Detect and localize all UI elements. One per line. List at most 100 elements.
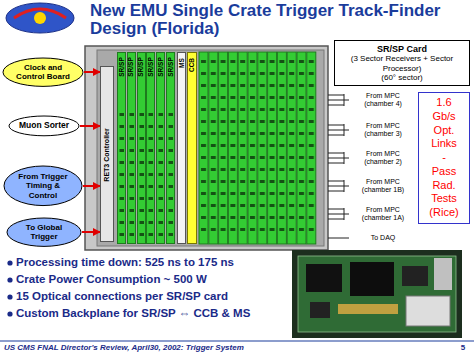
- board-optical-module: [406, 296, 450, 326]
- connector-dot: [129, 221, 134, 224]
- connector-dot: [169, 137, 174, 140]
- link-source-label: From MPC (chamber 3): [354, 122, 412, 138]
- connector-dot: [169, 233, 174, 236]
- connector-dots: [199, 60, 316, 236]
- connector-dot: [139, 113, 144, 116]
- connector-dot: [159, 185, 164, 188]
- link-source-label: From MPC (chamber 1B): [354, 178, 412, 194]
- srsp-card-slot: SR/SP: [127, 52, 136, 244]
- link-source-label: From MPC (chamber 4): [354, 92, 412, 108]
- connector-dot: [139, 149, 144, 152]
- connector-dot: [149, 149, 154, 152]
- slot-label: SR/SP: [147, 57, 154, 77]
- connector-dot: [169, 197, 174, 200]
- connector-dot: [129, 149, 134, 152]
- board-chip: [310, 302, 330, 318]
- daq-label: To DAQ: [354, 234, 412, 242]
- connector-dot: [139, 209, 144, 212]
- connector-dot: [129, 197, 134, 200]
- signal-arrow: [82, 231, 100, 233]
- connector-dot: [149, 161, 154, 164]
- oval-shape: [9, 116, 79, 136]
- connector-dot: [129, 113, 134, 116]
- connector-dot: [120, 149, 125, 152]
- connector-dot: [120, 221, 125, 224]
- connector-dot: [120, 137, 125, 140]
- connector-dot: [129, 137, 134, 140]
- slot-label: SR/SP: [118, 57, 125, 77]
- connector-dot: [139, 185, 144, 188]
- page-number: 5: [456, 343, 470, 352]
- connector-dot: [159, 161, 164, 164]
- connector-dot: [149, 173, 154, 176]
- srsp-card-slot: SR/SP: [166, 52, 175, 244]
- connector-dot: [149, 209, 154, 212]
- board-chip: [306, 264, 342, 292]
- connector-dot: [169, 161, 174, 164]
- oval-label: From Trigger Timing & Control: [12, 172, 74, 200]
- connector-dot: [149, 137, 154, 140]
- connector-dot: [120, 197, 125, 200]
- link-bracket: [328, 124, 349, 136]
- board-optical-module: [434, 258, 452, 290]
- srsp-card-slot: SR/SP: [117, 52, 126, 244]
- note-text: 1.6 Gb/s Opt. Links - Pass Rad. Tests (R…: [429, 96, 458, 220]
- bullet-text: 15 Optical connections per SR/SP card: [16, 290, 288, 303]
- slot-label: SR/SP: [128, 57, 135, 77]
- footer-text: US CMS FNAL Director's Review, April30, …: [4, 343, 384, 352]
- connector-dot: [120, 209, 125, 212]
- bullet-dot: [7, 294, 12, 299]
- callout-heading: SR/SP Card: [338, 44, 466, 54]
- board-oval: Clock and Control Board: [2, 57, 84, 87]
- connector-dot: [159, 209, 164, 212]
- connector-dot: [169, 149, 174, 152]
- srsp-card-slot: SR/SP: [146, 52, 155, 244]
- slot-label: MS: [178, 58, 185, 68]
- cms-logo-core: [34, 12, 46, 24]
- connector-dot: [139, 221, 144, 224]
- connector-dot: [169, 113, 174, 116]
- slot-label: RET3 Controller: [103, 128, 111, 181]
- connector-dot: [120, 185, 125, 188]
- signal-arrow: [84, 71, 100, 73]
- connector-dot: [149, 197, 154, 200]
- crate-backplane: [97, 50, 324, 246]
- board-photo: [292, 250, 462, 338]
- slot-label: CCB: [188, 58, 195, 72]
- signal-arrow: [80, 125, 100, 127]
- connector-dot: [129, 185, 134, 188]
- connector-dot: [149, 113, 154, 116]
- bullet-dot: [7, 277, 12, 282]
- connector-dot: [149, 125, 154, 128]
- link-source-label: From MPC (chamber 2): [354, 150, 412, 166]
- link-bracket: [328, 180, 349, 192]
- connector-dot: [159, 113, 164, 116]
- ccb-slot: CCB: [187, 52, 197, 244]
- connector-dot: [159, 233, 164, 236]
- slot-label: SR/SP: [157, 57, 164, 77]
- links-note-box: 1.6 Gb/s Opt. Links - Pass Rad. Tests (R…: [418, 92, 470, 224]
- oval-shape: [7, 218, 81, 246]
- slot-label: SR/SP: [137, 57, 144, 77]
- connector-dot: [169, 173, 174, 176]
- connector-dot: [159, 173, 164, 176]
- connector-dot: [120, 125, 125, 128]
- card-callout-box: SR/SP Card(3 Sector Receivers + Sector P…: [334, 40, 470, 86]
- connector-dot: [139, 125, 144, 128]
- card-dots: [147, 53, 154, 243]
- controller-slot: RET3 Controller: [100, 66, 114, 242]
- connector-dot: [129, 161, 134, 164]
- link-bracket: [328, 152, 349, 164]
- bullet-dot: [7, 260, 12, 265]
- signal-oval: To Global Trigger: [6, 217, 82, 247]
- connector-dot: [129, 125, 134, 128]
- callout-body: (60° sector): [338, 73, 466, 82]
- connector-dot: [159, 221, 164, 224]
- link-source-label: From MPC (chamber 1A): [354, 206, 412, 222]
- callout-body: (3 Sector Receivers + Sector Processor): [338, 54, 466, 72]
- board-oval: Muon Sorter: [8, 115, 80, 137]
- link-bracket: [328, 208, 349, 220]
- connector-dot: [149, 185, 154, 188]
- oval-label: Clock and Control Board: [11, 63, 75, 81]
- connector-dot: [139, 137, 144, 140]
